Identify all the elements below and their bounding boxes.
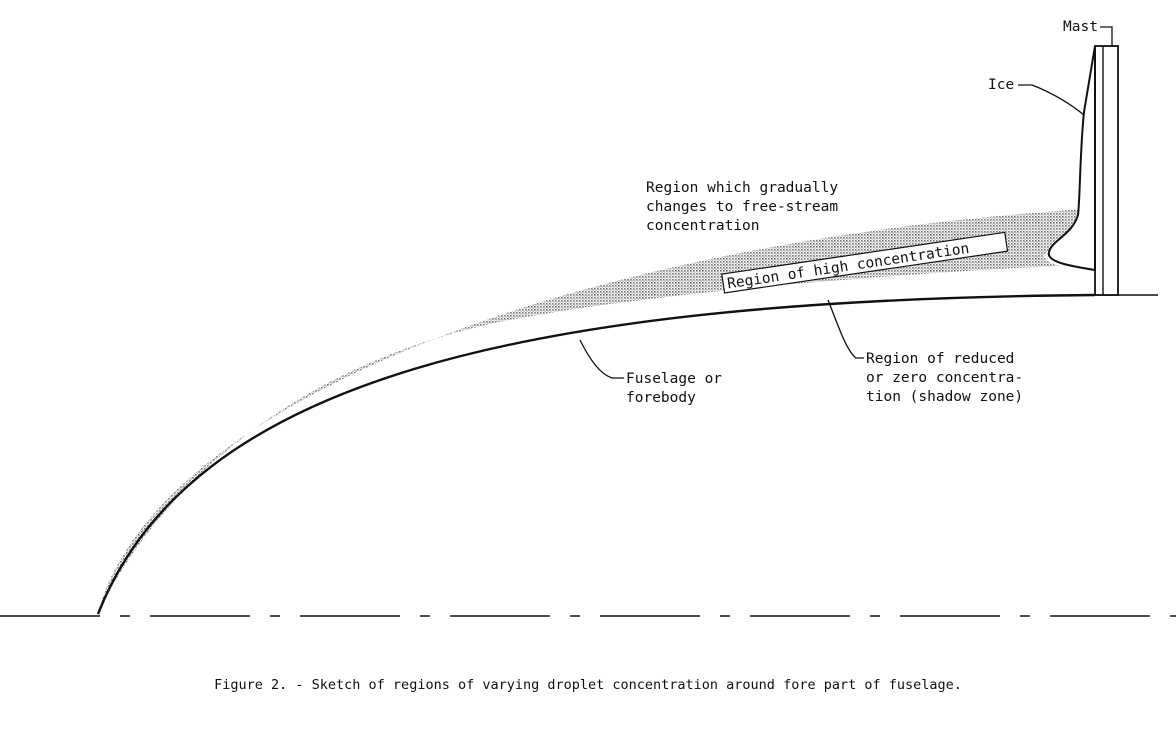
mast-body: [1094, 45, 1119, 296]
shadow-zone-leader: [827, 299, 864, 359]
gradual-region-label: Region which gradually changes to free-s…: [646, 180, 838, 234]
fuselage-label: Fuselage or forebody: [626, 371, 722, 406]
fuselage-line-1: Fuselage or: [626, 371, 722, 387]
gradual-region-line-1: Region which gradually: [646, 180, 838, 196]
fuselage-leader: [579, 339, 624, 379]
fuselage-outline: [96, 293, 1096, 615]
shadow-zone-line-2: or zero concentra-: [866, 370, 1023, 386]
mast-label: Mast: [1063, 19, 1098, 35]
fuselage-line-2: forebody: [626, 390, 696, 406]
mast-leader: [1100, 26, 1113, 46]
high-concentration-label-box: [721, 231, 1009, 294]
shadow-zone-line-3: tion (shadow zone): [866, 389, 1023, 405]
gradual-region-line-2: changes to free-stream: [646, 199, 838, 215]
gradual-region-line-3: concentration: [646, 218, 760, 234]
shadow-zone-label: Region of reduced or zero concentra- tio…: [866, 351, 1023, 405]
high-concentration-band: [98, 210, 1084, 612]
ice-label: Ice: [988, 77, 1014, 93]
ice-accretion: [1047, 45, 1096, 272]
shadow-zone-line-1: Region of reduced: [866, 351, 1014, 367]
figure-caption: Figure 2. - Sketch of regions of varying…: [214, 677, 962, 693]
ice-leader: [1018, 84, 1085, 116]
